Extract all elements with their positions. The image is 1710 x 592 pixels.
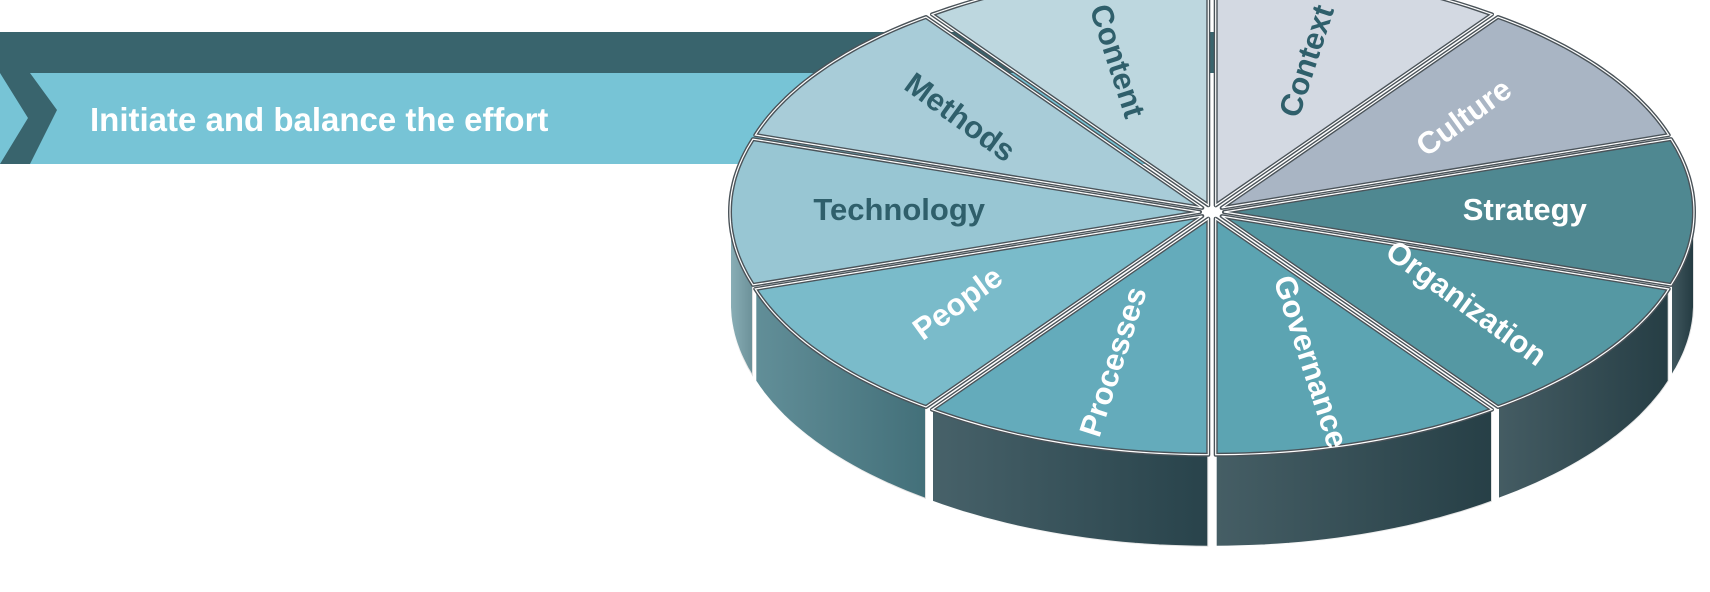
wedge-outline-culture	[1221, 16, 1670, 209]
pie-sides	[729, 212, 1695, 548]
wedge-outline-technology	[729, 138, 1201, 286]
wedge-outline-content	[930, 0, 1209, 207]
label-strategy: Strategy	[1463, 192, 1588, 227]
wedge-outline-organization	[1221, 215, 1670, 408]
wedge-outline-people	[754, 215, 1203, 408]
wedge-outline-methods	[754, 16, 1203, 209]
wedge-outline-processes	[930, 217, 1209, 456]
pie-tops	[728, 0, 1696, 457]
wedge-outline-governance	[1215, 217, 1494, 456]
wedge-outline-strategy	[1223, 138, 1695, 286]
label-technology: Technology	[813, 192, 985, 227]
banner-title: Initiate and balance the effort	[90, 101, 548, 138]
wedge-outline-context	[1215, 0, 1494, 207]
side-governance	[1214, 408, 1493, 548]
banner-chevron-icon	[0, 73, 57, 164]
